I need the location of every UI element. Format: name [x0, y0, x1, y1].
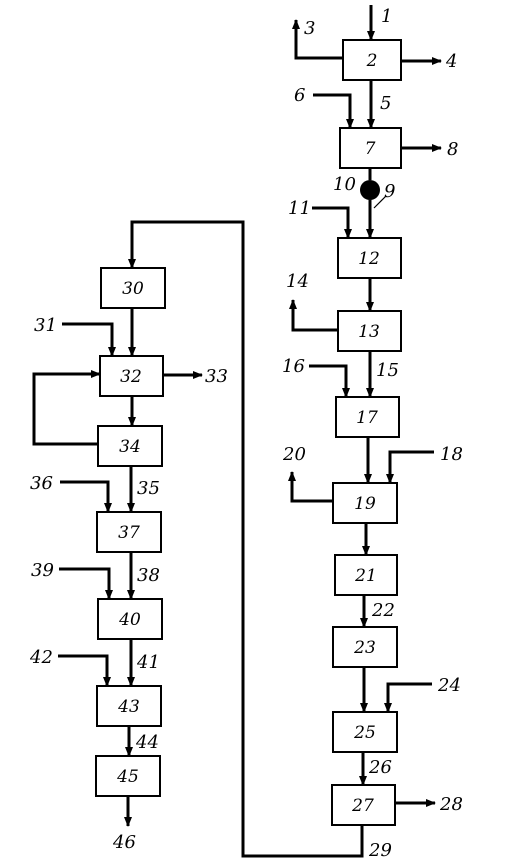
stream-6-arrow: [313, 93, 354, 129]
unit-12-box: [337, 237, 402, 279]
unit-27-label: 27: [351, 796, 374, 816]
stream-24-arrow: [384, 682, 432, 713]
unit-17-label: 17: [356, 408, 378, 428]
stream-9-leader: [373, 195, 387, 209]
stream-33-label: 33: [205, 366, 228, 387]
stream-14-arrow: [289, 299, 338, 332]
recycle-34-to-32: [32, 370, 101, 446]
stream-20-arrow: [288, 471, 333, 503]
unit-40-label: 40: [118, 610, 141, 630]
unit-37-box: [96, 511, 162, 553]
stream-42-arrow: [58, 654, 111, 687]
unit-19-box: [332, 482, 398, 524]
stream-28-label: 28: [439, 794, 463, 815]
stream-41-label: 41: [136, 652, 160, 673]
stream-29-label: 29: [368, 840, 392, 861]
unit-19-label: 19: [354, 494, 376, 514]
stream-11-label: 11: [288, 198, 311, 219]
unit-40-box: [97, 598, 163, 640]
stream-39-arrow: [59, 567, 113, 600]
unit-43-box: [96, 685, 162, 727]
unit-21-label: 21: [354, 566, 377, 586]
unit-32-label: 32: [120, 367, 142, 387]
stream-10-label: 10: [333, 174, 356, 195]
stream-18-label: 18: [440, 444, 463, 465]
unit-2-label: 2: [366, 51, 378, 71]
unit-37-label: 37: [118, 523, 140, 543]
stream-4-label: 4: [445, 51, 457, 72]
stream-44-label: 44: [135, 732, 159, 753]
stream-31-label: 31: [34, 315, 57, 336]
unit-25-label: 25: [353, 723, 376, 743]
unit-23-label: 23: [353, 638, 376, 658]
stream-29-recycle-line: [128, 220, 364, 858]
stream-20-label: 20: [282, 444, 306, 465]
stream-16-label: 16: [282, 356, 305, 377]
stream-5-label: 5: [380, 93, 391, 114]
pump-10-symbol: [360, 180, 380, 200]
stream-14-label: 14: [286, 271, 309, 292]
stream-8-label: 8: [447, 139, 458, 160]
unit-30-box: [100, 267, 166, 309]
stream-36-arrow: [60, 480, 112, 513]
stream-3-label: 3: [304, 18, 315, 39]
unit-30-label: 30: [122, 279, 144, 299]
stream-39-label: 39: [31, 560, 54, 581]
stream-22-label: 22: [371, 600, 395, 621]
stream-38-label: 38: [137, 565, 160, 586]
stream-35-label: 35: [137, 478, 160, 499]
unit-17-box: [335, 396, 400, 438]
stream-24-label: 24: [437, 675, 461, 696]
stream-26-label: 26: [368, 757, 392, 778]
unit-25-box: [332, 711, 398, 753]
stream-31-arrow: [62, 322, 116, 357]
unit-12-label: 12: [358, 249, 380, 269]
unit-34-label: 34: [119, 437, 141, 457]
unit-34-box: [97, 425, 163, 467]
stream-16-arrow: [309, 364, 350, 398]
unit-23-box: [332, 626, 398, 668]
unit-43-label: 43: [117, 697, 140, 717]
stream-46-label: 46: [112, 832, 136, 853]
stream-9-label: 9: [384, 181, 395, 202]
stream-3-arrow: [292, 19, 343, 60]
stream-42-label: 42: [29, 647, 53, 668]
stream-11-arrow: [312, 206, 352, 239]
unit-7-label: 7: [365, 139, 376, 159]
stream-1-label: 1: [381, 6, 392, 27]
stream-15-label: 15: [376, 360, 399, 381]
unit-21-box: [334, 554, 398, 596]
stream-36-label: 36: [30, 473, 53, 494]
unit-45-label: 45: [116, 767, 139, 787]
stream-6-label: 6: [294, 85, 305, 106]
unit-45-box: [95, 755, 161, 797]
unit-13-label: 13: [358, 322, 380, 342]
stream-18-arrow: [386, 450, 434, 484]
